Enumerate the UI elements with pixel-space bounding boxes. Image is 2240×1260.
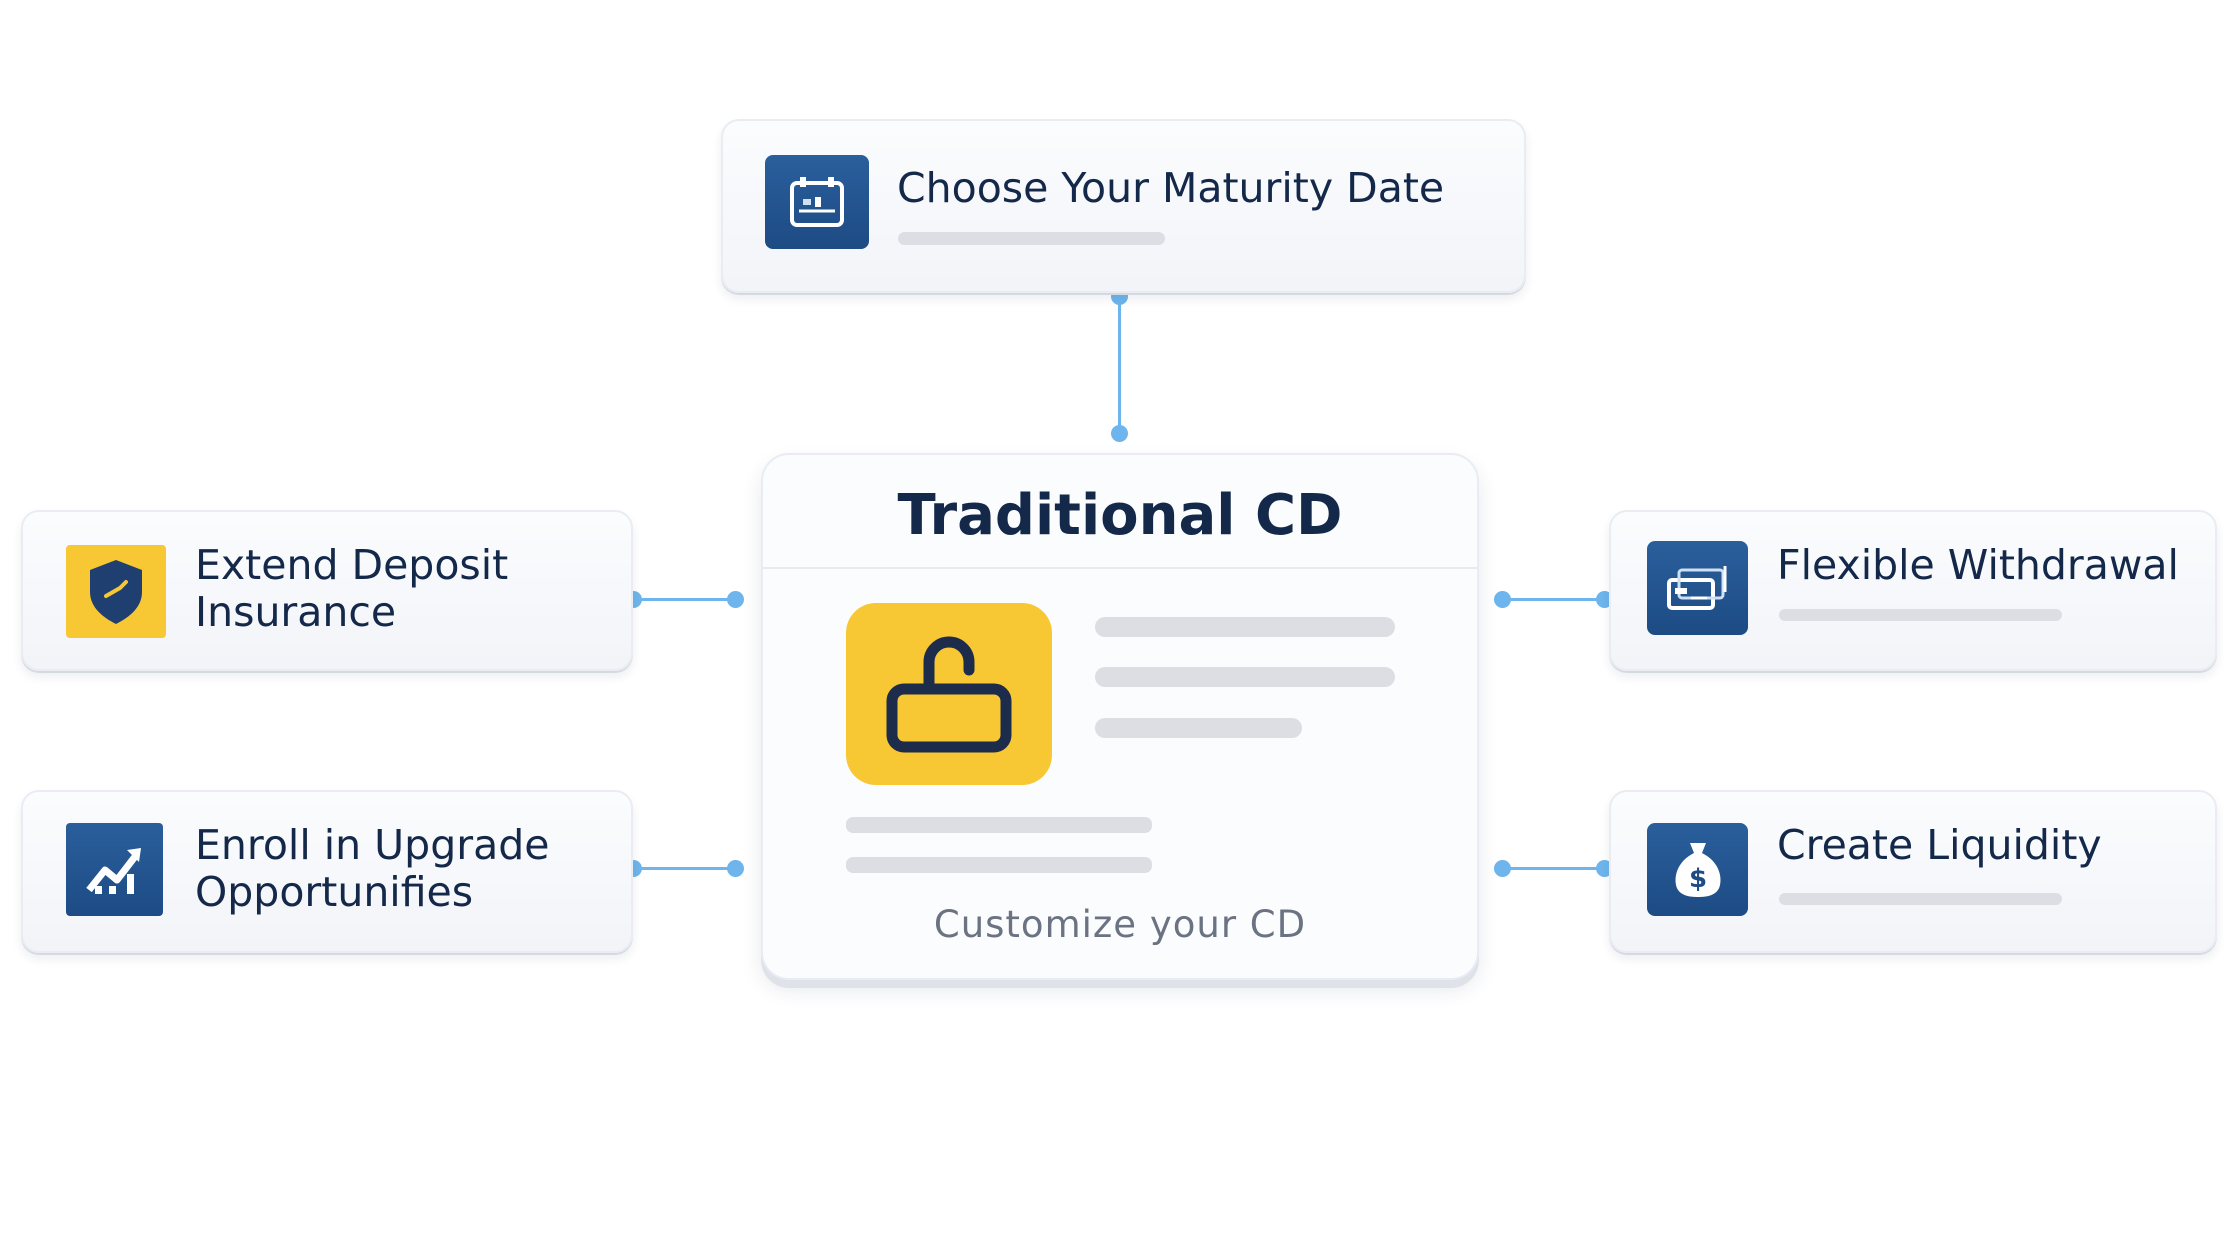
placeholder-bar [1779, 609, 2062, 621]
connector-dot [1494, 860, 1511, 877]
chart-up-icon [66, 823, 163, 916]
money-bag-icon: $ [1647, 823, 1748, 916]
placeholder-bar [1095, 718, 1302, 738]
traditional-cd-card[interactable]: Traditional CD Customize your CD [761, 453, 1479, 980]
node-label: Extend Deposit [195, 541, 509, 589]
unlocked-padlock-icon [846, 603, 1052, 785]
placeholder-bar [846, 857, 1152, 873]
node-flexible-withdrawal[interactable]: Flexible Withdrawal [1609, 510, 2217, 671]
card-subtitle: Customize your CD [933, 903, 1307, 946]
node-extend-deposit-insurance[interactable]: Extend Deposit Insurance [21, 510, 633, 671]
node-label: Choose Your Maturity Date [897, 164, 1445, 212]
placeholder-bar [1095, 667, 1395, 687]
placeholder-bar [846, 817, 1152, 833]
connector-left-1 [633, 598, 736, 601]
cash-cards-icon [1647, 541, 1748, 635]
card-title: Traditional CD [897, 483, 1343, 548]
shield-icon [66, 545, 166, 638]
connector-dot [1596, 591, 1613, 608]
node-label: Create Liquidity [1777, 821, 2102, 869]
connector-left-2 [633, 867, 736, 870]
calendar-icon [765, 155, 869, 249]
svg-text:$: $ [1688, 864, 1706, 894]
connector-top [1118, 296, 1121, 434]
connector-right-2 [1503, 867, 1604, 870]
connector-dot [727, 591, 744, 608]
node-create-liquidity[interactable]: $ Create Liquidity [1609, 790, 2217, 953]
connector-dot [727, 860, 744, 877]
placeholder-bar [1095, 617, 1395, 637]
placeholder-bar [898, 232, 1165, 245]
node-label: Opportunifies [195, 868, 474, 916]
connector-right-1 [1503, 598, 1604, 601]
connector-dot [1111, 425, 1128, 442]
node-enroll-upgrade[interactable]: Enroll in Upgrade Opportunifies [21, 790, 633, 953]
node-choose-maturity-date[interactable]: Choose Your Maturity Date [721, 119, 1526, 293]
node-label: Enroll in Upgrade [195, 821, 550, 869]
placeholder-bar [1779, 893, 2062, 905]
connector-dot [1596, 860, 1613, 877]
divider [763, 567, 1477, 569]
connector-dot [1494, 591, 1511, 608]
node-label: Flexible Withdrawal [1777, 541, 2179, 589]
node-label: Insurance [195, 588, 397, 636]
